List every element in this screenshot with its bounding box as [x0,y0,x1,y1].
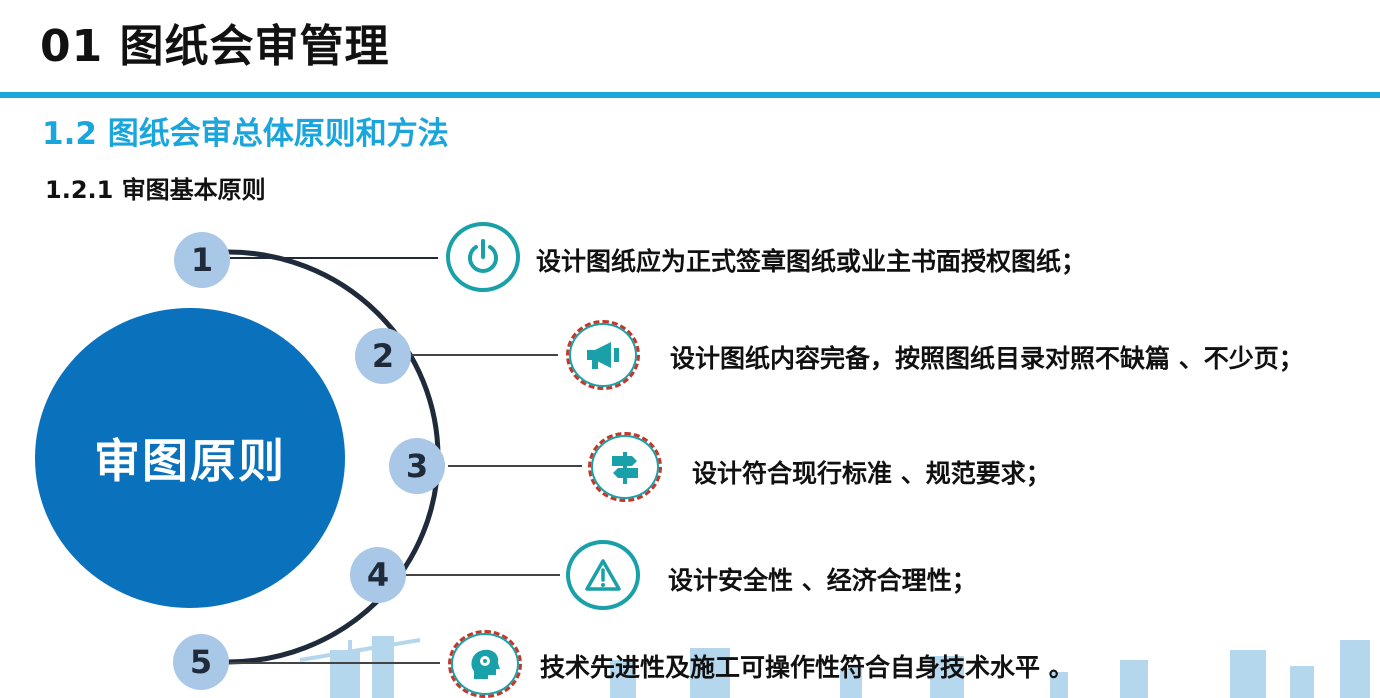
principle-text-5: 技术先进性及施工可操作性符合自身技术水平 。 [540,653,1074,682]
head-gear-icon [448,630,522,698]
badge-1: 1 [174,232,230,288]
badge-2: 2 [355,328,411,384]
principle-text-1: 设计图纸应为正式签章图纸或业主书面授权图纸； [536,247,1087,276]
main-title: 01 图纸会审管理 [40,21,390,72]
badge-4: 4 [350,547,406,603]
center-label: 审图原则 [94,434,286,488]
sub-title: 1.2.1 审图基本原则 [45,176,266,204]
principle-text-2: 设计图纸内容完备，按照图纸目录对照不缺篇 、不少页； [670,344,1304,373]
center-circle: 审图原则 [35,308,345,608]
title-divider [0,92,1380,98]
megaphone-icon [566,320,640,390]
power-icon [446,222,520,292]
section-title: 1.2 图纸会审总体原则和方法 [42,116,449,152]
principle-text-4: 设计安全性 、经济合理性； [668,566,977,595]
signpost-icon [588,432,662,502]
warning-icon [566,540,640,610]
badge-3: 3 [389,438,445,494]
principle-text-3: 设计符合现行标准 、规范要求； [692,459,1051,488]
badge-5: 5 [173,634,229,690]
